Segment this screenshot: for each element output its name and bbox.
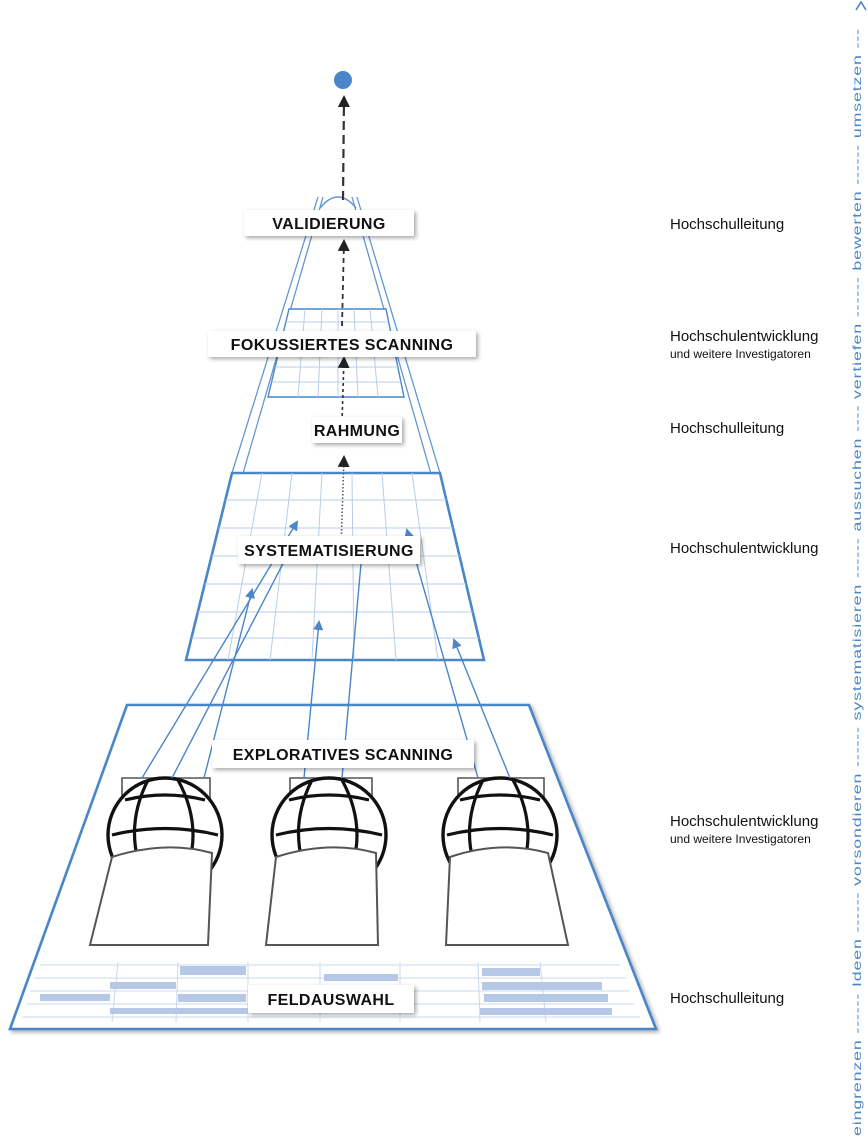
stage-label-validierung-text: VALIDIERUNG [272, 216, 385, 233]
document-icon [264, 846, 380, 946]
role-feldauswahl: Hochschulleitung [670, 990, 784, 1007]
process-axis-text: eingrenzen ------ Ideen ------ vorsondie… [850, 28, 864, 1136]
stage-label-rahmung-text: RAHMUNG [314, 423, 400, 440]
systematization-panel [184, 471, 486, 662]
goal-dot-icon [334, 71, 352, 89]
stage-label-fokussiertes: FOKUSSIERTES SCANNING [208, 331, 476, 357]
arrow-up-icon [855, 0, 867, 11]
role-exploratives: Hochschulentwicklung [670, 813, 818, 830]
document-icon [444, 846, 570, 946]
stage-label-systematisierung: SYSTEMATISIERUNG [238, 536, 420, 564]
role-fokussiertes: Hochschulentwicklung [670, 328, 818, 345]
stage-label-exploratives-text: EXPLORATIVES SCANNING [233, 747, 454, 764]
stage-label-fokussiertes-text: FOKUSSIERTES SCANNING [231, 337, 454, 354]
role-validierung: Hochschulleitung [670, 216, 784, 233]
stage-label-feldauswahl: FELDAUSWAHL [248, 985, 414, 1013]
monitor-right [441, 776, 570, 946]
stage-label-exploratives: EXPLORATIVES SCANNING [212, 740, 474, 768]
role-systematisierung: Hochschulentwicklung [670, 540, 818, 557]
document-icon [88, 846, 214, 946]
monitor-left [88, 776, 224, 946]
stage-label-rahmung: RAHMUNG [312, 417, 402, 443]
stage-label-feldauswahl-text: FELDAUSWAHL [267, 992, 394, 1009]
role-rahmung: Hochschulleitung [670, 420, 784, 437]
stage-label-validierung: VALIDIERUNG [244, 210, 414, 236]
role-exploratives-sub: und weitere Investigatoren [670, 832, 811, 846]
monitor-center [264, 776, 388, 946]
role-labels: Hochschulleitung Hochschulentwicklung un… [670, 216, 818, 1007]
scanning-flow-arrows [141, 520, 511, 779]
process-axis: eingrenzen ------ Ideen ------ vorsondie… [850, 0, 867, 1136]
stage-label-systematisierung-text: SYSTEMATISIERUNG [244, 543, 414, 560]
focus-path [337, 95, 350, 549]
role-fokussiertes-sub: und weitere Investigatoren [670, 347, 811, 361]
